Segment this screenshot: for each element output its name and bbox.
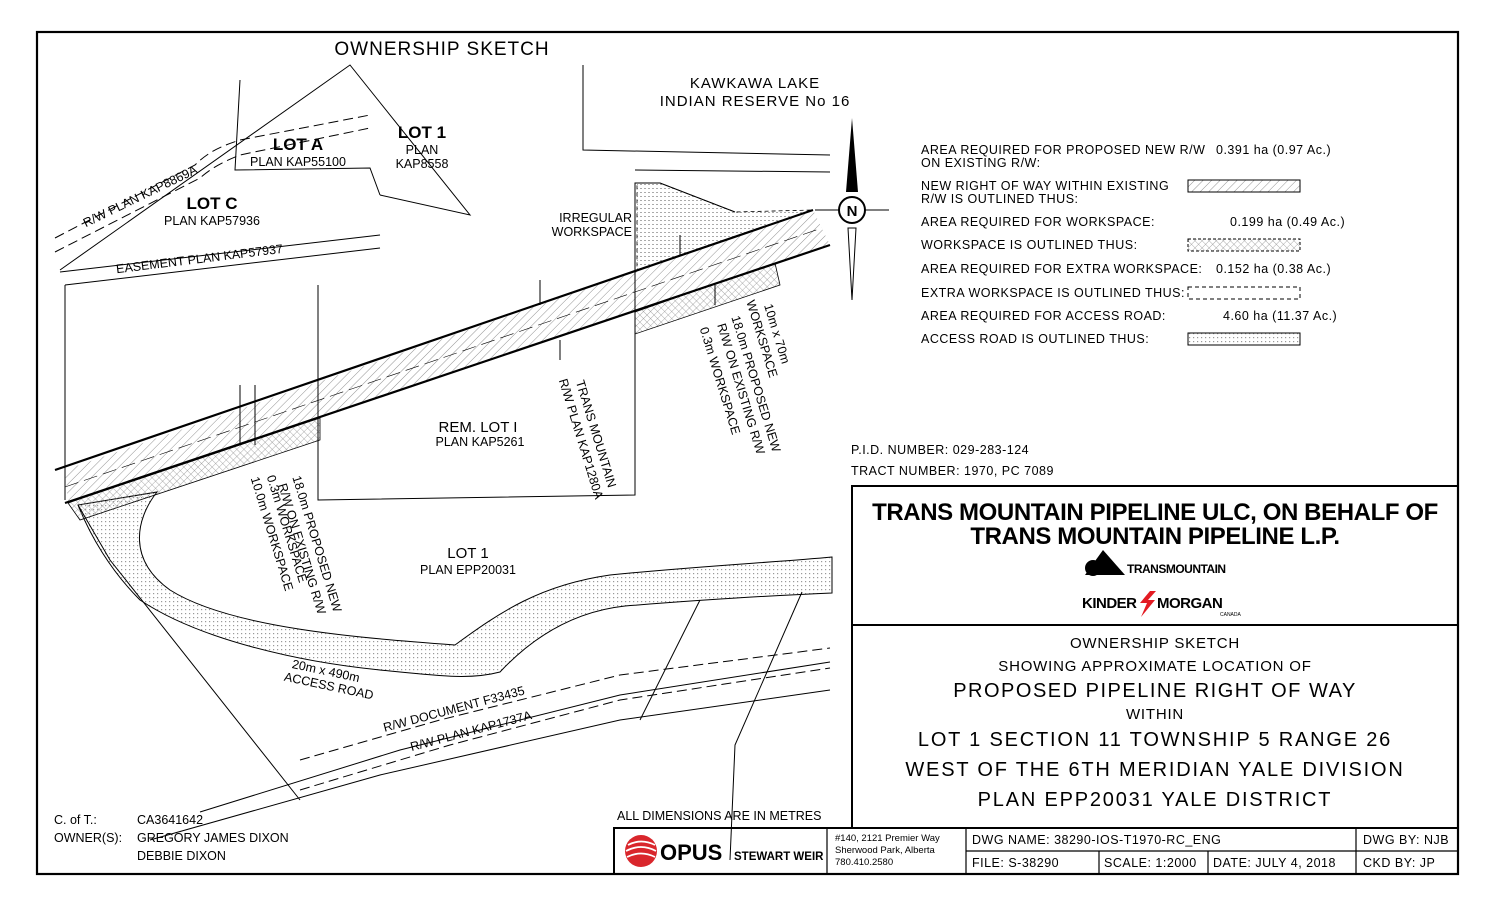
title-line-5: LOT 1 SECTION 11 TOWNSHIP 5 RANGE 26 <box>918 729 1392 751</box>
kinder-morgan-bolt-icon <box>1140 591 1156 617</box>
lot-1-north-plan2: KAP8558 <box>396 157 449 171</box>
legend-rw-area-value: 0.391 ha (0.97 Ac.) <box>1216 143 1331 157</box>
rem-lot-1-plan: PLAN KAP5261 <box>436 435 525 449</box>
company-name-line-2: TRANS MOUNTAIN PIPELINE L.P. <box>970 523 1339 550</box>
legend-crosshatch-swatch <box>1187 238 1301 252</box>
proposed-rw-area <box>65 210 830 503</box>
legend-rw-area-label-2: ON EXISTING R/W: <box>921 156 1041 170</box>
dimensions-note: ALL DIMENSIONS ARE IN METRES <box>617 809 821 823</box>
north-arrow-icon <box>815 118 889 301</box>
title-line-3: PROPOSED PIPELINE RIGHT OF WAY <box>953 680 1357 702</box>
lot-c-plan: PLAN KAP57936 <box>164 214 260 228</box>
legend-dots-swatch <box>1187 332 1301 346</box>
lot-c-name: LOT C <box>187 194 238 213</box>
trans-mountain-logo-text: TRANSMOUNTAIN <box>1127 562 1226 576</box>
sketch-title: OWNERSHIP SKETCH <box>334 39 549 60</box>
owner-1: GREGORY JAMES DIXON <box>137 831 289 845</box>
opus-name: OPUS <box>660 840 722 865</box>
opus-address-1: #140, 2121 Premier Way <box>835 833 940 844</box>
owner-2: DEBBIE DIXON <box>137 849 226 863</box>
kinder-text: KINDER <box>1082 595 1137 612</box>
title-line-1: OWNERSHIP SKETCH <box>1070 635 1240 652</box>
opus-logo <box>625 835 657 867</box>
lot-1-north-plan1: PLAN <box>406 143 439 157</box>
opus-address-2: Sherwood Park, Alberta <box>835 845 936 856</box>
lot-1-south-plan: PLAN EPP20031 <box>420 563 516 577</box>
ckd-by: CKD BY: JP <box>1363 856 1435 870</box>
tract-number: TRACT NUMBER: 1970, PC 7089 <box>851 464 1054 478</box>
legend-rw-area-label: AREA REQUIRED FOR PROPOSED NEW R/W <box>921 143 1205 157</box>
scale: SCALE: 1:2000 <box>1104 856 1197 870</box>
file: FILE: S-38290 <box>972 856 1059 870</box>
ct-label: C. of T.: <box>54 813 97 827</box>
lot-a-name: LOT A <box>273 135 323 154</box>
irregular-workspace-area <box>636 182 814 271</box>
easement-label: EASEMENT PLAN KAP57937 <box>115 242 283 276</box>
irregular-workspace-label-2: WORKSPACE <box>552 225 632 239</box>
irregular-workspace-label-1: IRREGULAR <box>559 211 632 225</box>
title-line-6: WEST OF THE 6TH MERIDIAN YALE DIVISION <box>905 759 1404 781</box>
access-road-area <box>77 491 833 677</box>
legend-rw-pattern-label-2: R/W IS OUTLINED THUS: <box>921 192 1079 206</box>
reserve-name: KAWKAWA LAKE <box>690 75 820 92</box>
lot-a-plan: PLAN KAP55100 <box>250 155 346 169</box>
opus-logo-icon <box>625 835 657 867</box>
title-line-7: PLAN EPP20031 YALE DISTRICT <box>978 789 1333 811</box>
legend-access-road-area-label: AREA REQUIRED FOR ACCESS ROAD: <box>921 309 1166 323</box>
legend-dashed-swatch <box>1187 286 1301 300</box>
dwg-name: DWG NAME: 38290-IOS-T1970-RC_ENG <box>972 833 1221 847</box>
legend-access-road-area-value: 4.60 ha (11.37 Ac.) <box>1223 309 1337 323</box>
dwg-by: DWG BY: NJB <box>1363 833 1449 847</box>
legend-rw-pattern-label: NEW RIGHT OF WAY WITHIN EXISTING <box>921 179 1169 193</box>
legend-extra-workspace-area-label: AREA REQUIRED FOR EXTRA WORKSPACE: <box>921 262 1202 276</box>
legend: AREA REQUIRED FOR PROPOSED NEW R/W ON EX… <box>921 143 1345 346</box>
opus-phone: 780.410.2580 <box>835 857 893 868</box>
date: DATE: JULY 4, 2018 <box>1213 856 1336 870</box>
rem-lot-1-name: REM. LOT I <box>439 419 518 436</box>
pid-number: P.I.D. NUMBER: 029-283-124 <box>851 443 1029 457</box>
lot-1-south-name: LOT 1 <box>447 545 488 562</box>
trans-mountain-logo <box>1085 550 1125 576</box>
legend-workspace-pattern-label: WORKSPACE IS OUTLINED THUS: <box>921 238 1138 252</box>
legend-workspace-area-value: 0.199 ha (0.49 Ac.) <box>1230 215 1345 229</box>
kinder-morgan-canada: CANADA <box>1220 612 1242 618</box>
legend-workspace-area-label: AREA REQUIRED FOR WORKSPACE: <box>921 215 1155 229</box>
lot-1-north-name: LOT 1 <box>398 123 446 142</box>
ct-value: CA3641642 <box>137 813 203 827</box>
legend-hatch-swatch <box>1187 179 1301 193</box>
title-line-4: WITHIN <box>1126 706 1184 723</box>
owners-label: OWNER(S): <box>54 831 122 845</box>
legend-extra-workspace-area-value: 0.152 ha (0.38 Ac.) <box>1216 262 1331 276</box>
north-label: N <box>847 203 858 220</box>
company-name-line-1: TRANS MOUNTAIN PIPELINE ULC, ON BEHALF O… <box>872 499 1438 526</box>
morgan-text: MORGAN <box>1157 595 1222 612</box>
legend-extra-workspace-pattern-label: EXTRA WORKSPACE IS OUTLINED THUS: <box>921 286 1185 300</box>
title-line-2: SHOWING APPROXIMATE LOCATION OF <box>998 658 1311 675</box>
reserve-number: INDIAN RESERVE No 16 <box>660 93 851 110</box>
legend-access-road-pattern-label: ACCESS ROAD IS OUTLINED THUS: <box>921 332 1149 346</box>
opus-subtitle: STEWART WEIR <box>734 851 824 863</box>
